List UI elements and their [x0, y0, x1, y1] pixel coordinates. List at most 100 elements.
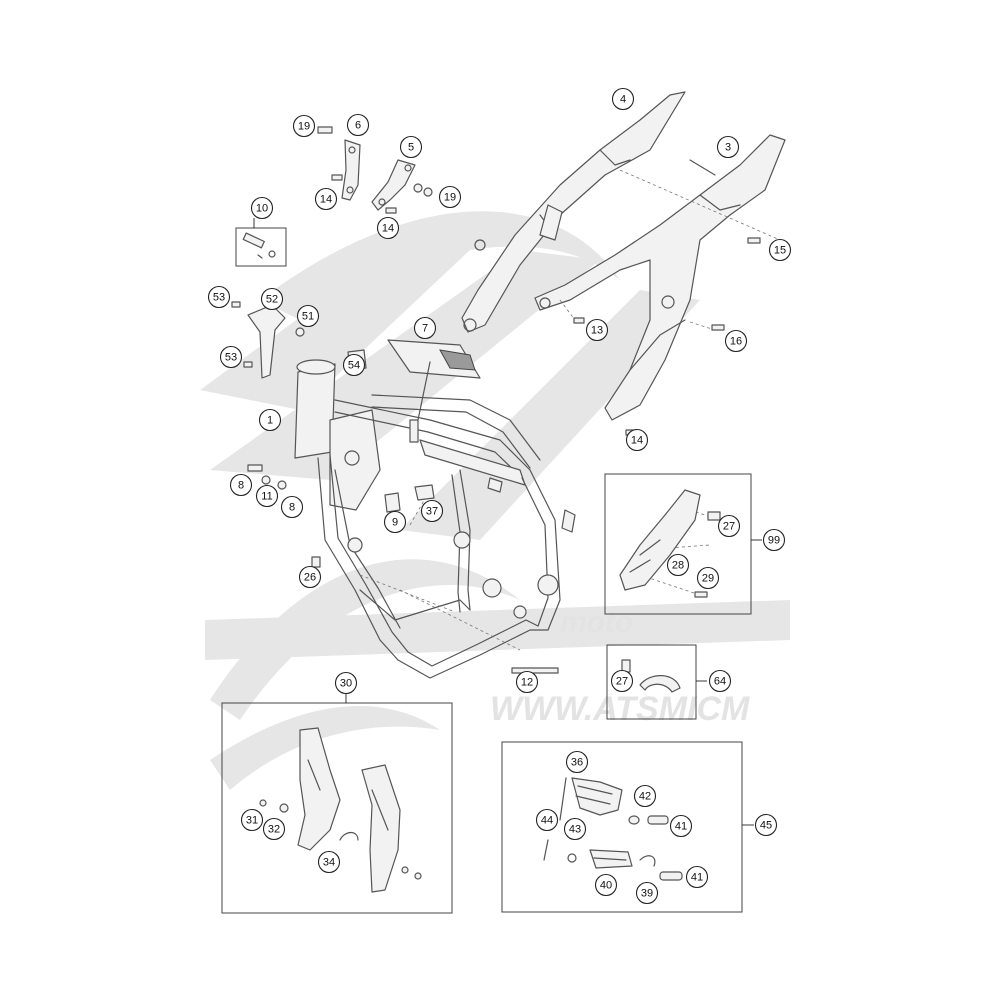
callout-label: 52 — [266, 294, 278, 306]
callout-label: 1 — [267, 415, 273, 427]
callout-c14a: 14 — [314, 187, 338, 211]
callout-circle — [280, 495, 304, 519]
rear-brake-bracket-part — [341, 139, 361, 201]
callout-c42: 42 — [633, 784, 657, 808]
callout-label: 8 — [238, 480, 244, 492]
callout-label: 34 — [323, 857, 335, 869]
callout-c39: 39 — [635, 881, 659, 905]
callout-label: 37 — [426, 506, 438, 518]
callout-c14c: 14 — [625, 428, 649, 452]
chain-guide-part — [619, 489, 721, 598]
frame-protector-part — [259, 727, 422, 893]
callout-label: 9 — [392, 517, 398, 529]
callout-c5: 5 — [399, 135, 423, 159]
callout-circle — [229, 473, 253, 497]
callout-c4: 4 — [611, 87, 635, 111]
callout-circle — [207, 285, 231, 309]
watermark-url: WWW.ATSMICM — [490, 690, 750, 728]
callout-c28: 28 — [666, 553, 690, 577]
callout-c11: 11 — [255, 484, 279, 508]
callout-circle — [258, 408, 282, 432]
callout-circle — [610, 669, 634, 693]
callout-circle — [262, 817, 286, 841]
box-45 — [501, 741, 743, 913]
subframe-upper-part — [461, 91, 686, 333]
callout-c29: 29 — [696, 566, 720, 590]
callout-circle — [666, 553, 690, 577]
callout-label: 3 — [725, 142, 731, 154]
callout-label: 5 — [408, 142, 414, 154]
callout-c34: 34 — [317, 850, 341, 874]
footrest-parts — [543, 777, 683, 881]
callout-label: 4 — [620, 94, 626, 106]
callout-c27a: 27 — [717, 514, 741, 538]
box-30 — [221, 702, 453, 914]
callout-c8a: 8 — [229, 473, 253, 497]
callout-c53a: 53 — [207, 285, 231, 309]
callout-label: 13 — [591, 325, 603, 337]
callout-c26: 26 — [298, 565, 322, 589]
callouts: 1345678891011121314141415161919262727282… — [207, 87, 792, 905]
fuel-tank-bracket-part — [387, 339, 481, 443]
callout-label: 64 — [714, 676, 726, 688]
callout-circle — [754, 813, 778, 837]
callout-c12: 12 — [515, 670, 539, 694]
callout-label: 27 — [616, 676, 628, 688]
callout-label: 40 — [600, 880, 612, 892]
callout-circle — [413, 316, 437, 340]
box-99 — [604, 473, 752, 615]
clip-parts — [384, 484, 435, 513]
callout-c9: 9 — [383, 510, 407, 534]
callout-c53b: 53 — [219, 345, 243, 369]
callout-circle — [438, 185, 462, 209]
callout-label: 26 — [304, 572, 316, 584]
callout-circle — [594, 873, 618, 897]
callout-label: 36 — [571, 757, 583, 769]
callout-c43: 43 — [563, 817, 587, 841]
callout-label: 45 — [760, 820, 772, 832]
callout-circle — [334, 671, 358, 695]
callout-c15: 15 — [768, 238, 792, 262]
callout-c31: 31 — [240, 808, 264, 832]
callout-label: 44 — [541, 815, 553, 827]
callout-label: 28 — [672, 560, 684, 572]
callout-label: 41 — [675, 821, 687, 833]
callout-c3: 3 — [716, 135, 740, 159]
watermark-brand: moto — [560, 606, 633, 639]
callout-circle — [535, 808, 559, 832]
chain-slider-part — [621, 659, 681, 693]
callout-circle — [716, 135, 740, 159]
callout-circle — [696, 566, 720, 590]
callout-label: 14 — [631, 435, 643, 447]
callout-c44: 44 — [535, 808, 559, 832]
callout-c54: 54 — [342, 353, 366, 377]
callout-c30: 30 — [334, 671, 358, 695]
callout-c64: 64 — [708, 669, 732, 693]
callout-circle — [717, 514, 741, 538]
callout-c13: 13 — [585, 318, 609, 342]
callout-circle — [292, 114, 316, 138]
callout-c19a: 19 — [292, 114, 316, 138]
callout-label: 11 — [261, 491, 272, 503]
callout-label: 31 — [246, 815, 258, 827]
callout-label: 19 — [298, 121, 310, 133]
subframe-lower-part — [534, 134, 786, 421]
callout-circle — [625, 428, 649, 452]
callout-c32: 32 — [262, 817, 286, 841]
callout-c41b: 41 — [685, 865, 709, 889]
callout-label: 53 — [213, 292, 225, 304]
callout-label: 51 — [302, 311, 314, 323]
callout-circle — [383, 510, 407, 534]
callout-circle — [685, 865, 709, 889]
callout-c41a: 41 — [669, 814, 693, 838]
callout-circle — [420, 499, 444, 523]
main-frame-part — [294, 359, 576, 679]
callout-circle — [611, 87, 635, 111]
callout-circle — [376, 216, 400, 240]
leader-lines — [253, 218, 762, 826]
callout-circle — [635, 881, 659, 905]
callout-circle — [399, 135, 423, 159]
callout-c36: 36 — [565, 750, 589, 774]
callout-c19b: 19 — [438, 185, 462, 209]
callout-c14b: 14 — [376, 216, 400, 240]
